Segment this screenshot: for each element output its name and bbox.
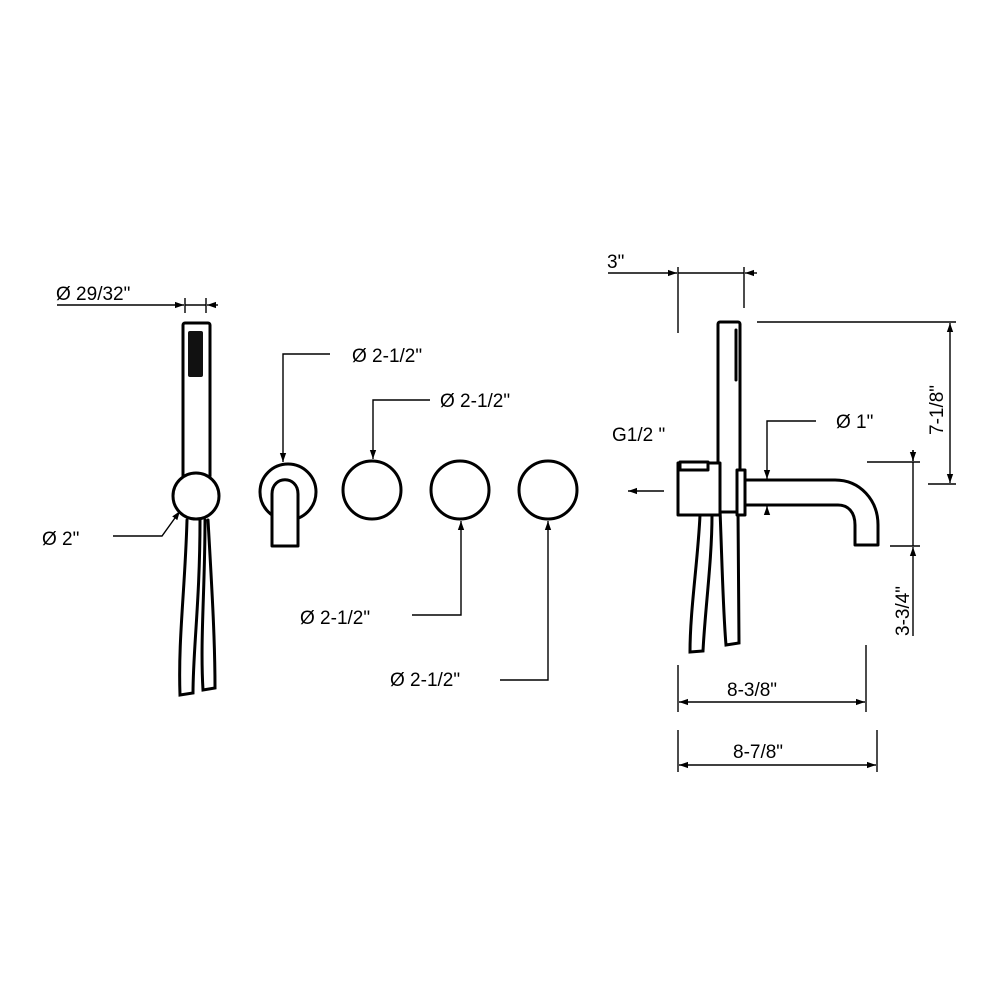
dim-spout-height: 3-3/4" — [867, 450, 920, 636]
knob2-diameter-label: Ø 2-1/2" — [300, 608, 370, 629]
diverter-knob-1 — [341, 459, 403, 521]
diverter-knob-3 — [517, 459, 579, 521]
handshower-diameter-label: Ø 29/32" — [56, 284, 130, 305]
overall-reach-label: 8-7/8" — [733, 742, 783, 763]
knob3-diameter-label: Ø 2-1/2" — [390, 670, 460, 691]
height-top-label: 7-1/8" — [927, 385, 948, 435]
spout-reach-label: 8-3/8" — [727, 680, 777, 701]
mixer-diameter-label: Ø 2-1/2" — [352, 346, 422, 367]
spout-height-label: 3-3/4" — [893, 586, 914, 636]
dim-offset: 3" — [607, 252, 757, 333]
dim-knob1-diameter: Ø 2-1/2" — [369, 391, 510, 459]
knob1-diameter-label: Ø 2-1/2" — [440, 391, 510, 412]
dim-spout-diameter: Ø 1" — [763, 412, 873, 515]
connection-label: G1/2 " — [612, 425, 665, 446]
dim-mixer-diameter: Ø 2-1/2" — [279, 346, 422, 462]
dim-knob3-diameter: Ø 2-1/2" — [390, 521, 552, 691]
diverter-knob-2 — [429, 459, 491, 521]
dim-spout-reach: 8-3/8" — [677, 645, 867, 712]
dim-handshower-diameter: Ø 29/32" — [56, 284, 218, 313]
offset-label: 3" — [607, 252, 624, 273]
dim-connection: G1/2 " — [612, 425, 665, 495]
spout-diameter-label: Ø 1" — [836, 412, 873, 433]
dim-height-top: 7-1/8" — [757, 321, 956, 485]
handshower-front — [171, 321, 221, 697]
dim-holder-diameter: Ø 2" — [42, 510, 181, 550]
dim-overall-reach: 8-7/8" — [677, 730, 878, 772]
side-view-assembly — [676, 320, 880, 654]
mixer-handle — [258, 462, 318, 548]
dim-knob2-diameter: Ø 2-1/2" — [300, 521, 465, 629]
holder-diameter-label: Ø 2" — [42, 529, 79, 550]
